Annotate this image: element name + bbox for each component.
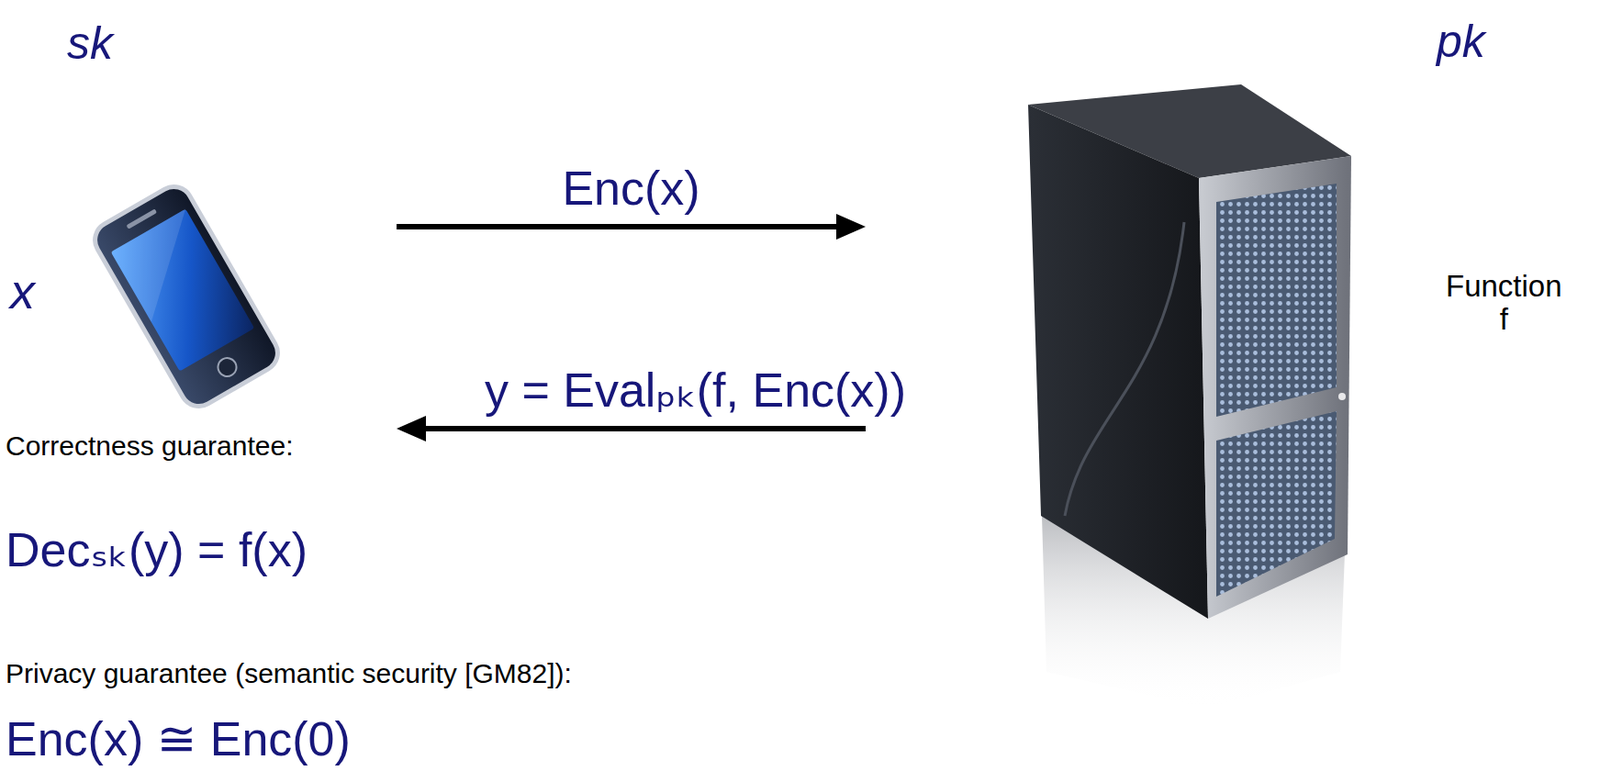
key-label: pk — [1436, 16, 1486, 68]
phone-body — [88, 179, 284, 414]
server-side-curve — [1064, 222, 1185, 516]
phone-glare — [111, 209, 226, 323]
key-label: x — [10, 264, 35, 319]
phone-screen — [111, 209, 255, 372]
server-front — [1198, 156, 1352, 619]
formula: Enc(x) ≅ Enc(0) — [5, 714, 351, 765]
role-label: Function f — [1445, 269, 1563, 337]
phone-body-group — [88, 179, 284, 414]
arrowhead — [836, 213, 866, 240]
guarantee-heading: Correctness guarantee: — [5, 431, 294, 461]
server-side — [1028, 104, 1209, 619]
message-label: y = Evalₚₖ(f, Enc(x)) — [484, 365, 907, 416]
device-group: sk x — [4, 7, 391, 441]
arrow-line — [422, 425, 866, 432]
arrow-connector — [396, 415, 866, 442]
message-label: Enc(x) — [561, 163, 700, 214]
arrowhead — [396, 415, 426, 442]
phone-illustration — [85, 181, 288, 412]
guarantee-heading: Privacy guarantee (semantic security [GM… — [5, 659, 572, 689]
device-group: pkFunction f — [872, 3, 1596, 647]
server-vent — [1216, 411, 1337, 597]
server-vent — [1216, 183, 1337, 417]
arrow-line — [396, 223, 840, 230]
key-label: sk — [67, 18, 113, 69]
arrow-connector — [396, 213, 866, 240]
formula: Decₛₖ(y) = f(x) — [5, 525, 308, 576]
server-latch — [1338, 392, 1346, 401]
phone-button — [214, 354, 240, 380]
server-illustration — [1028, 84, 1396, 709]
phone-earpiece — [125, 208, 157, 229]
